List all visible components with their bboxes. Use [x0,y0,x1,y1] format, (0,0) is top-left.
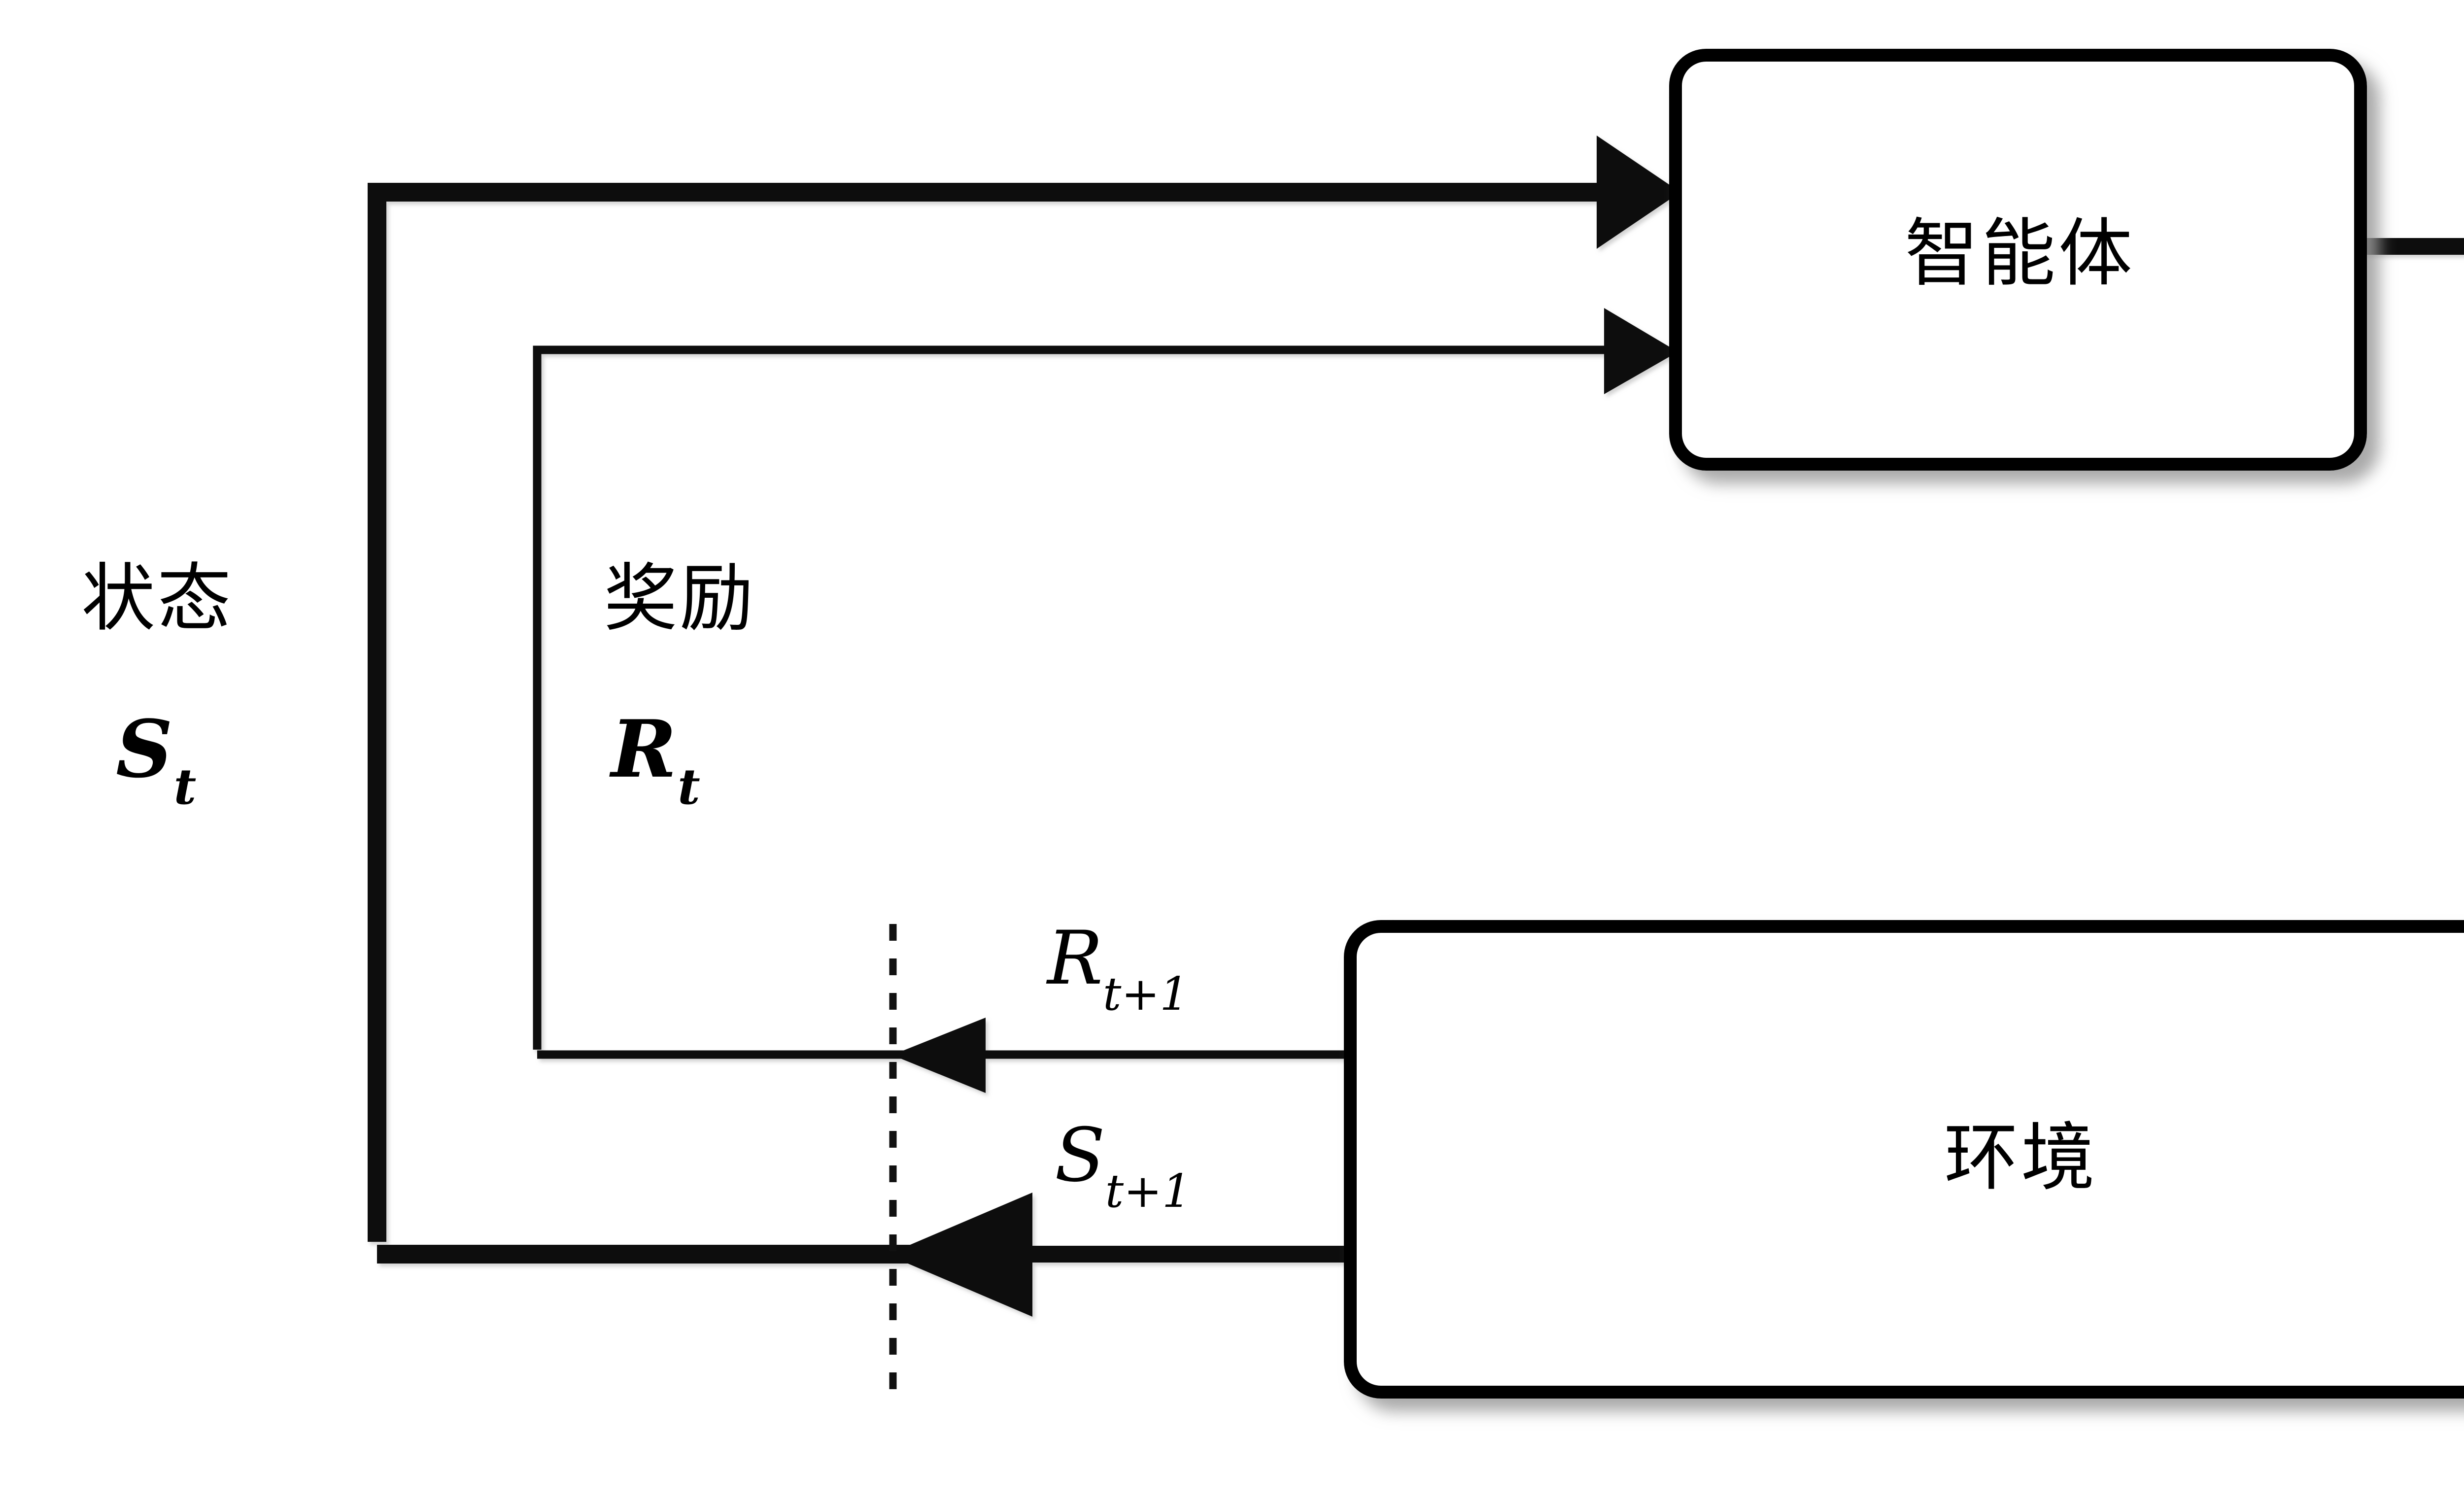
edge-reward-to-agent [533,308,1678,1050]
reward-next-label: Rt+1 [1047,922,1189,1017]
state-label-cn: 状态 [81,556,234,642]
reward-next-var: R [1047,916,1103,1001]
agent-box[interactable] [1669,49,2367,471]
edge-state-next [377,1193,1350,1317]
edge-state-to-agent [368,136,1680,1242]
environment-box[interactable] [1344,920,2464,1399]
reward-var: R [611,703,677,795]
state-next-label: St+1 [1055,1119,1191,1214]
state-arrowhead-icon [1597,136,1680,249]
state-label-math: St [116,710,196,811]
reward-label-math: Rt [611,710,700,811]
state-sub: t [173,758,197,816]
reward-sub: t [677,758,700,816]
agent-label: 智能体 [1905,211,2136,297]
reward-next-arrowhead-icon [892,1018,986,1093]
state-var: S [116,703,173,795]
state-next-arrowhead-icon [887,1193,1032,1317]
state-next-var: S [1055,1113,1105,1198]
edge-reward-next [537,1018,1350,1093]
state-next-sub: t+1 [1105,1164,1192,1218]
reward-arrowhead-icon [1604,308,1678,394]
reward-label-cn: 奖励 [604,556,756,642]
environment-label: 环境 [1944,1115,2098,1201]
reward-next-sub: t+1 [1102,967,1189,1021]
